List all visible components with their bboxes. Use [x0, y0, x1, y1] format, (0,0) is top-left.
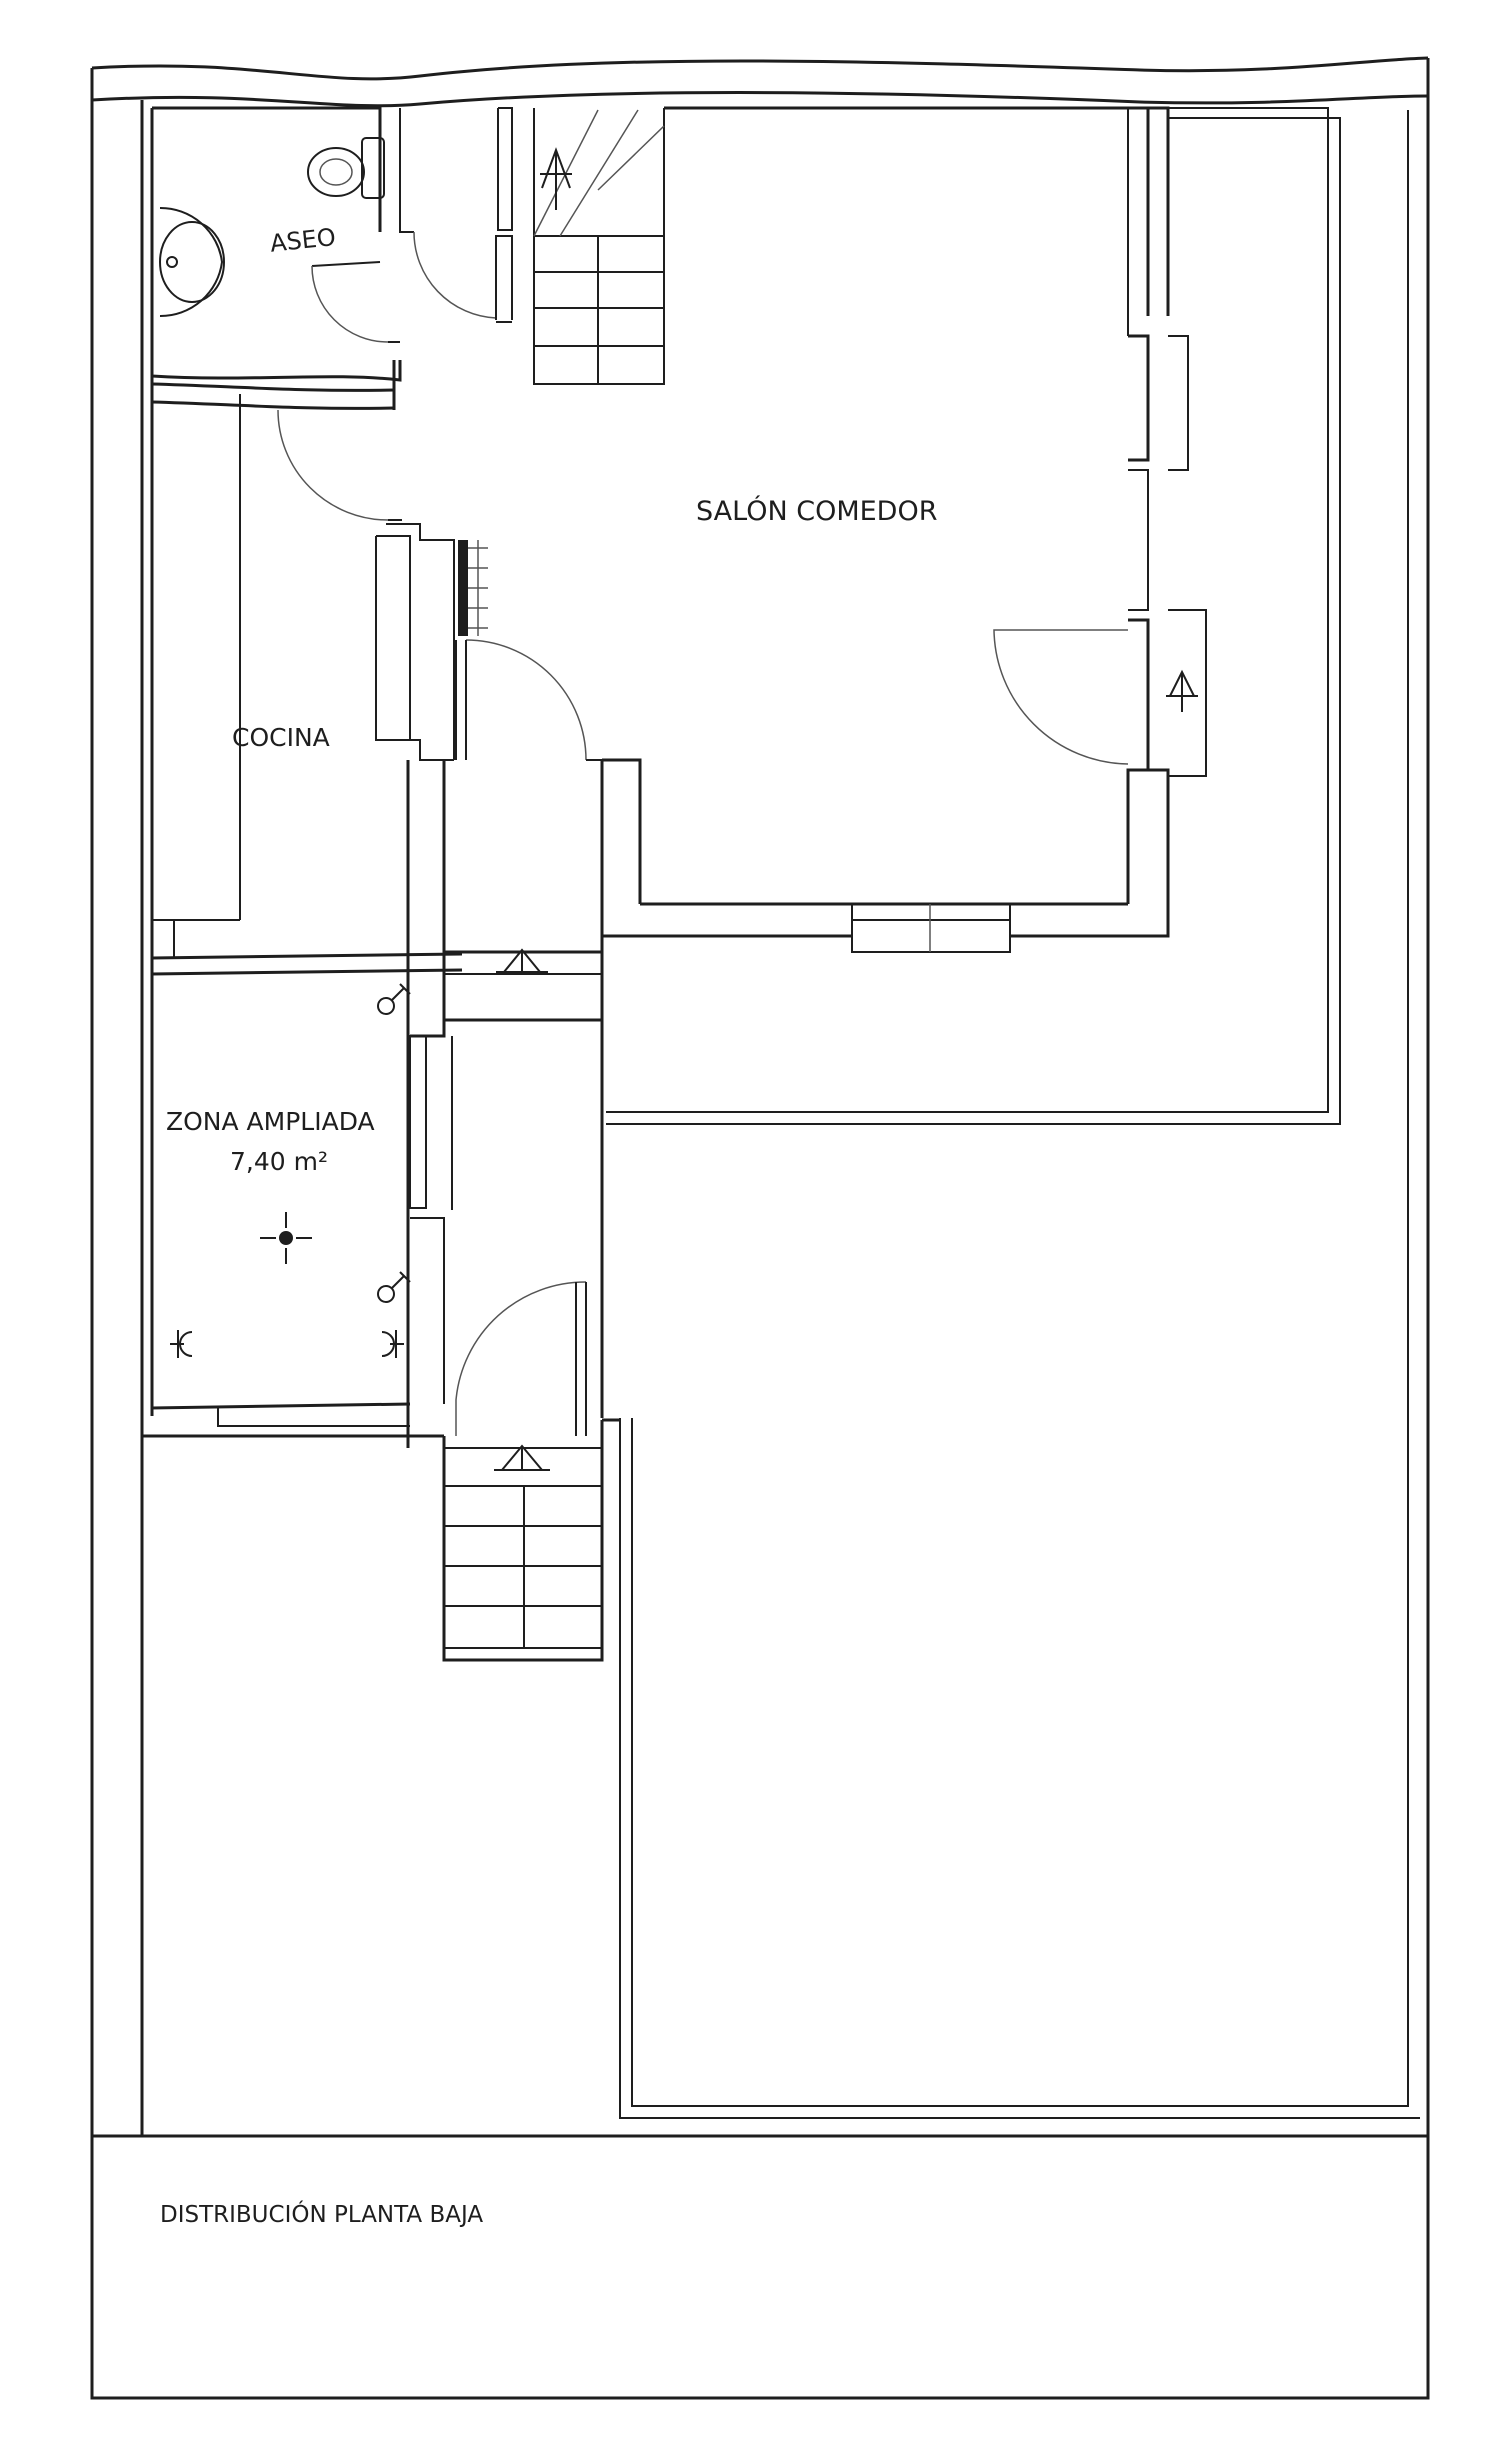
light-point-icon [260, 1212, 312, 1264]
room-label-zona-ampliada: ZONA AMPLIADA [166, 1107, 375, 1136]
socket-icon [381, 1330, 404, 1358]
radiator-icon [458, 540, 488, 636]
wall-light-icon [377, 983, 411, 1015]
room-label-salon-comedor: SALÓN COMEDOR [696, 495, 937, 527]
toilet-icon [307, 137, 385, 199]
sink-icon [159, 206, 225, 318]
stair-arrow-icon [496, 948, 548, 973]
salon-comedor-room [602, 106, 1207, 953]
stair-bottom [443, 1447, 603, 1649]
aseo-room [150, 106, 402, 1010]
wall-light-icon [377, 1271, 411, 1303]
room-label-cocina: COCINA [232, 723, 330, 752]
stair-top [497, 107, 665, 385]
plan-title: DISTRIBUCIÓN PLANTA BAJA [160, 2200, 483, 2228]
stair-arrow-icon [494, 1444, 550, 1471]
zona-ampliada-room [142, 974, 453, 1438]
stair-arrow-icon [1166, 669, 1198, 712]
room-area-zona-ampliada: 7,40 m² [230, 1147, 328, 1176]
hall-door [399, 108, 513, 323]
socket-icon [170, 1330, 193, 1358]
cocina-room [151, 360, 463, 976]
room-label-aseo: ASEO [269, 223, 337, 258]
sheet-frame [90, 56, 1430, 2400]
corridor [406, 639, 604, 1448]
patio-outline [606, 107, 1420, 2119]
stair-arrow-icon [540, 147, 572, 210]
